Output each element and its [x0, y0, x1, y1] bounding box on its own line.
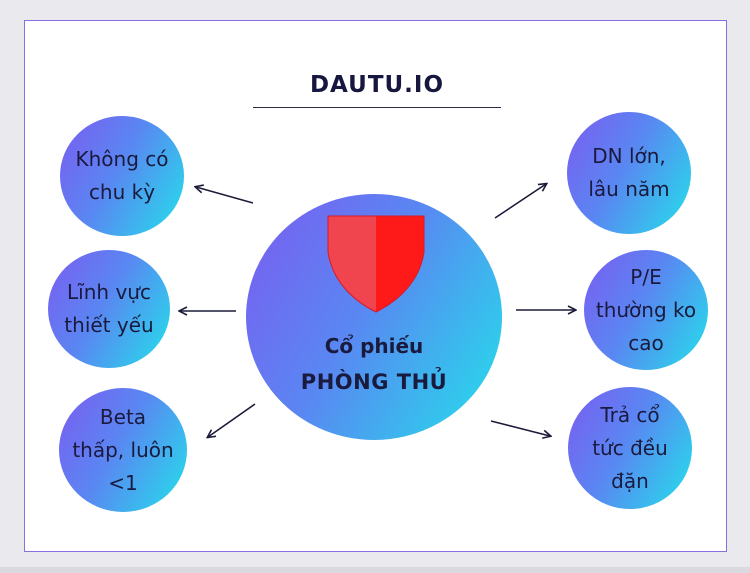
brand-underline: [253, 107, 501, 108]
node-right-bottom-line-2: tức đều: [592, 435, 668, 460]
arrow-to-left-top: [196, 187, 254, 204]
node-right-bottom-line-1: Trả cổ: [600, 402, 660, 427]
node-left-bottom-line-2: thấp, luôn: [72, 437, 174, 462]
node-left-top-line-2: chu kỳ: [88, 180, 156, 204]
arrow-to-right-top: [494, 184, 546, 219]
node-left-mid-line-1: Lĩnh vực: [67, 280, 151, 304]
node-right-bottom-line-3: đặn: [611, 468, 649, 493]
brand-title: DAUTU.IO: [309, 72, 445, 98]
node-left-bottom: Beta thấp, luôn <1: [59, 388, 187, 512]
node-right-mid-line-3: cao: [628, 330, 664, 355]
node-right-bottom: Trả cổ tức đều đặn: [568, 387, 692, 509]
center-label-line-2: PHÒNG THỦ: [300, 370, 448, 394]
node-right-mid: P/E thường ko cao: [584, 250, 708, 370]
node-left-bottom-line-1: Beta: [99, 404, 147, 429]
node-left-mid-line-2: thiết yếu: [64, 313, 154, 337]
node-right-mid-line-1: P/E: [630, 264, 662, 289]
arrow-to-right-bottom: [490, 420, 550, 436]
node-left-top: Không có chu kỳ: [60, 116, 184, 236]
bottom-strip: [0, 567, 750, 573]
node-left-top-line-1: Không có: [75, 147, 169, 171]
node-right-mid-line-2: thường ko: [595, 297, 697, 322]
node-right-top-line-2: lâu năm: [588, 177, 670, 201]
center-label-line-1: Cổ phiếu: [324, 334, 424, 358]
node-right-top: DN lớn, lâu năm: [567, 112, 691, 234]
node-left-bottom-line-3: <1: [108, 470, 138, 495]
node-left-mid: Lĩnh vực thiết yếu: [48, 250, 170, 368]
node-right-top-line-1: DN lớn,: [592, 144, 666, 168]
shield-icon: [327, 215, 425, 313]
arrow-to-left-bottom: [208, 403, 256, 437]
